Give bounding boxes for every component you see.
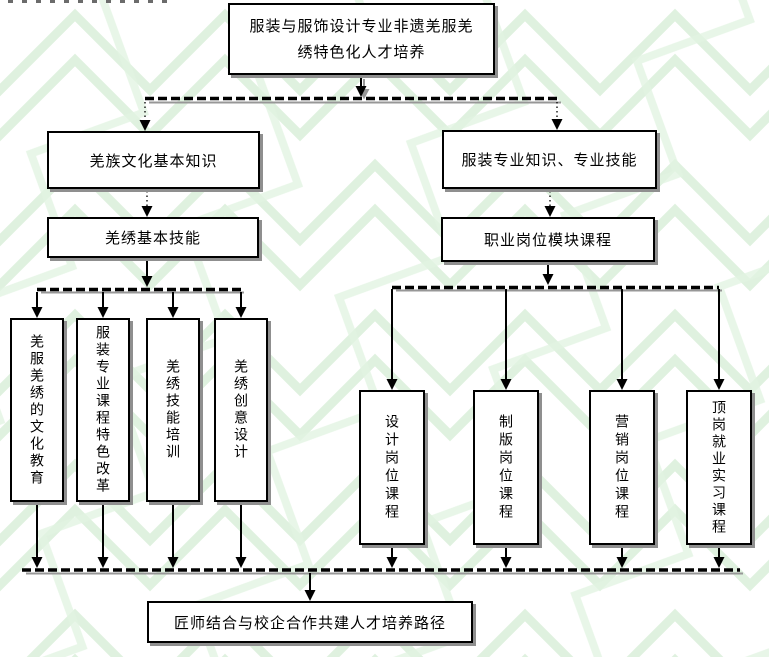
node-label: 顶岗就业实习课程 bbox=[711, 399, 727, 536]
node-label: 匠师结合与校企合作共建人才培养路径 bbox=[173, 614, 446, 632]
node-vocational-module-courses: 职业岗位模块课程 bbox=[441, 217, 655, 262]
node-bottom-path: 匠师结合与校企合作共建人才培养路径 bbox=[147, 601, 473, 643]
node-root-text: 服装与服饰设计专业非遗羌服羌 绣特色化人才培养 bbox=[249, 18, 473, 61]
node-label: 服装专业知识、专业技能 bbox=[461, 152, 638, 169]
node-leaf-creative-design: 羌绣创意设计 bbox=[214, 318, 268, 502]
node-label: 羌绣基本技能 bbox=[104, 230, 201, 247]
node-label: 羌绣创意设计 bbox=[233, 359, 249, 461]
node-leaf-design-post-courses: 设计岗位课程 bbox=[359, 390, 425, 545]
node-root-line1: 服装与服饰设计专业非遗羌服羌 bbox=[249, 17, 474, 35]
node-leaf-course-reform: 服装专业课程特色改革 bbox=[76, 318, 130, 502]
node-leaf-marketing-post-courses: 营销岗位课程 bbox=[589, 390, 655, 545]
node-label: 制版岗位课程 bbox=[498, 413, 514, 522]
node-label: 服装专业课程特色改革 bbox=[95, 325, 111, 495]
node-label: 营销岗位课程 bbox=[614, 413, 630, 522]
node-label: 羌服羌绣的文化教育 bbox=[29, 333, 45, 487]
node-qiang-culture-knowledge: 羌族文化基本知识 bbox=[47, 131, 260, 189]
node-label: 羌族文化基本知识 bbox=[89, 152, 218, 170]
node-leaf-patternmaking-post-courses: 制版岗位课程 bbox=[473, 390, 539, 545]
node-qiang-embroidery-basic-skills: 羌绣基本技能 bbox=[47, 217, 259, 258]
node-leaf-internship-courses: 顶岗就业实习课程 bbox=[686, 390, 752, 545]
node-label: 设计岗位课程 bbox=[384, 413, 400, 522]
node-root: 服装与服饰设计专业非遗羌服羌 绣特色化人才培养 bbox=[228, 3, 495, 75]
node-root-line2: 绣特色化人才培养 bbox=[297, 43, 426, 61]
node-leaf-culture-education: 羌服羌绣的文化教育 bbox=[10, 318, 64, 502]
cropped-text-remnant bbox=[8, 0, 176, 3]
node-leaf-skill-training: 羌绣技能培训 bbox=[146, 318, 200, 502]
node-label: 羌绣技能培训 bbox=[165, 359, 181, 461]
node-label: 职业岗位模块课程 bbox=[483, 232, 612, 249]
node-apparel-knowledge-skills: 服装专业知识、专业技能 bbox=[442, 130, 657, 189]
